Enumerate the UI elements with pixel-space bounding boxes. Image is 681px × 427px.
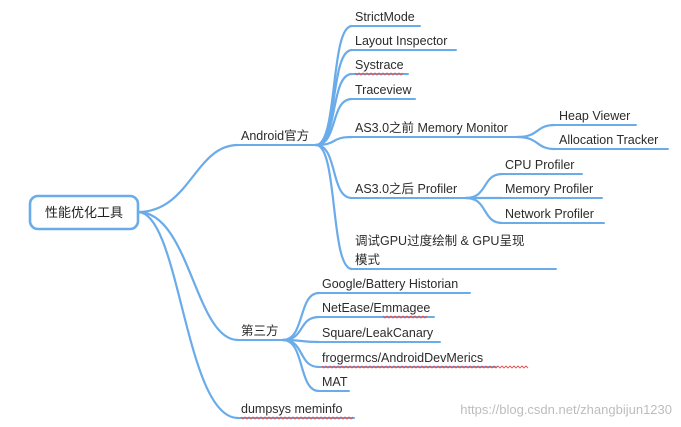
branch-android-official[interactable]: Android官方 <box>241 128 309 143</box>
node-systrace[interactable]: Systrace <box>355 58 404 72</box>
node-strictmode[interactable]: StrictMode <box>355 10 415 24</box>
node-gpu-overdraw-line2: 模式 <box>355 253 381 267</box>
node-traceview[interactable]: Traceview <box>355 83 412 97</box>
node-heap-viewer[interactable]: Heap Viewer <box>559 109 630 123</box>
node-profiler[interactable]: AS3.0之后 Profiler <box>355 182 457 196</box>
node-gpu-overdraw[interactable]: 调试GPU过度绘制 & GPU呈现 <box>355 233 524 248</box>
watermark: https://blog.csdn.net/zhangbijun1230 <box>460 402 672 417</box>
node-emmagee[interactable]: NetEase/Emmagee <box>322 301 430 315</box>
node-memory-monitor[interactable]: AS3.0之前 Memory Monitor <box>355 120 508 135</box>
node-network-profiler[interactable]: Network Profiler <box>505 207 594 221</box>
node-androiddevmerics[interactable]: frogermcs/AndroidDevMerics <box>322 351 483 365</box>
node-battery-historian[interactable]: Google/Battery Historian <box>322 277 458 291</box>
root-label: 性能优化工具 <box>45 206 123 221</box>
root-node[interactable]: 性能优化工具 <box>28 194 140 231</box>
node-layout-inspector[interactable]: Layout Inspector <box>355 34 447 48</box>
spellcheck-underlines <box>240 72 529 420</box>
node-cpu-profiler[interactable]: CPU Profiler <box>505 158 574 172</box>
node-mat[interactable]: MAT <box>322 375 348 389</box>
connectors <box>136 24 557 420</box>
node-leakcanary[interactable]: Square/LeakCanary <box>322 326 434 340</box>
branch-dumpsys-meminfo[interactable]: dumpsys meminfo <box>241 402 342 416</box>
node-allocation-tracker[interactable]: Allocation Tracker <box>559 133 658 147</box>
branch-third-party[interactable]: 第三方 <box>241 323 279 338</box>
node-memory-profiler[interactable]: Memory Profiler <box>505 182 593 196</box>
